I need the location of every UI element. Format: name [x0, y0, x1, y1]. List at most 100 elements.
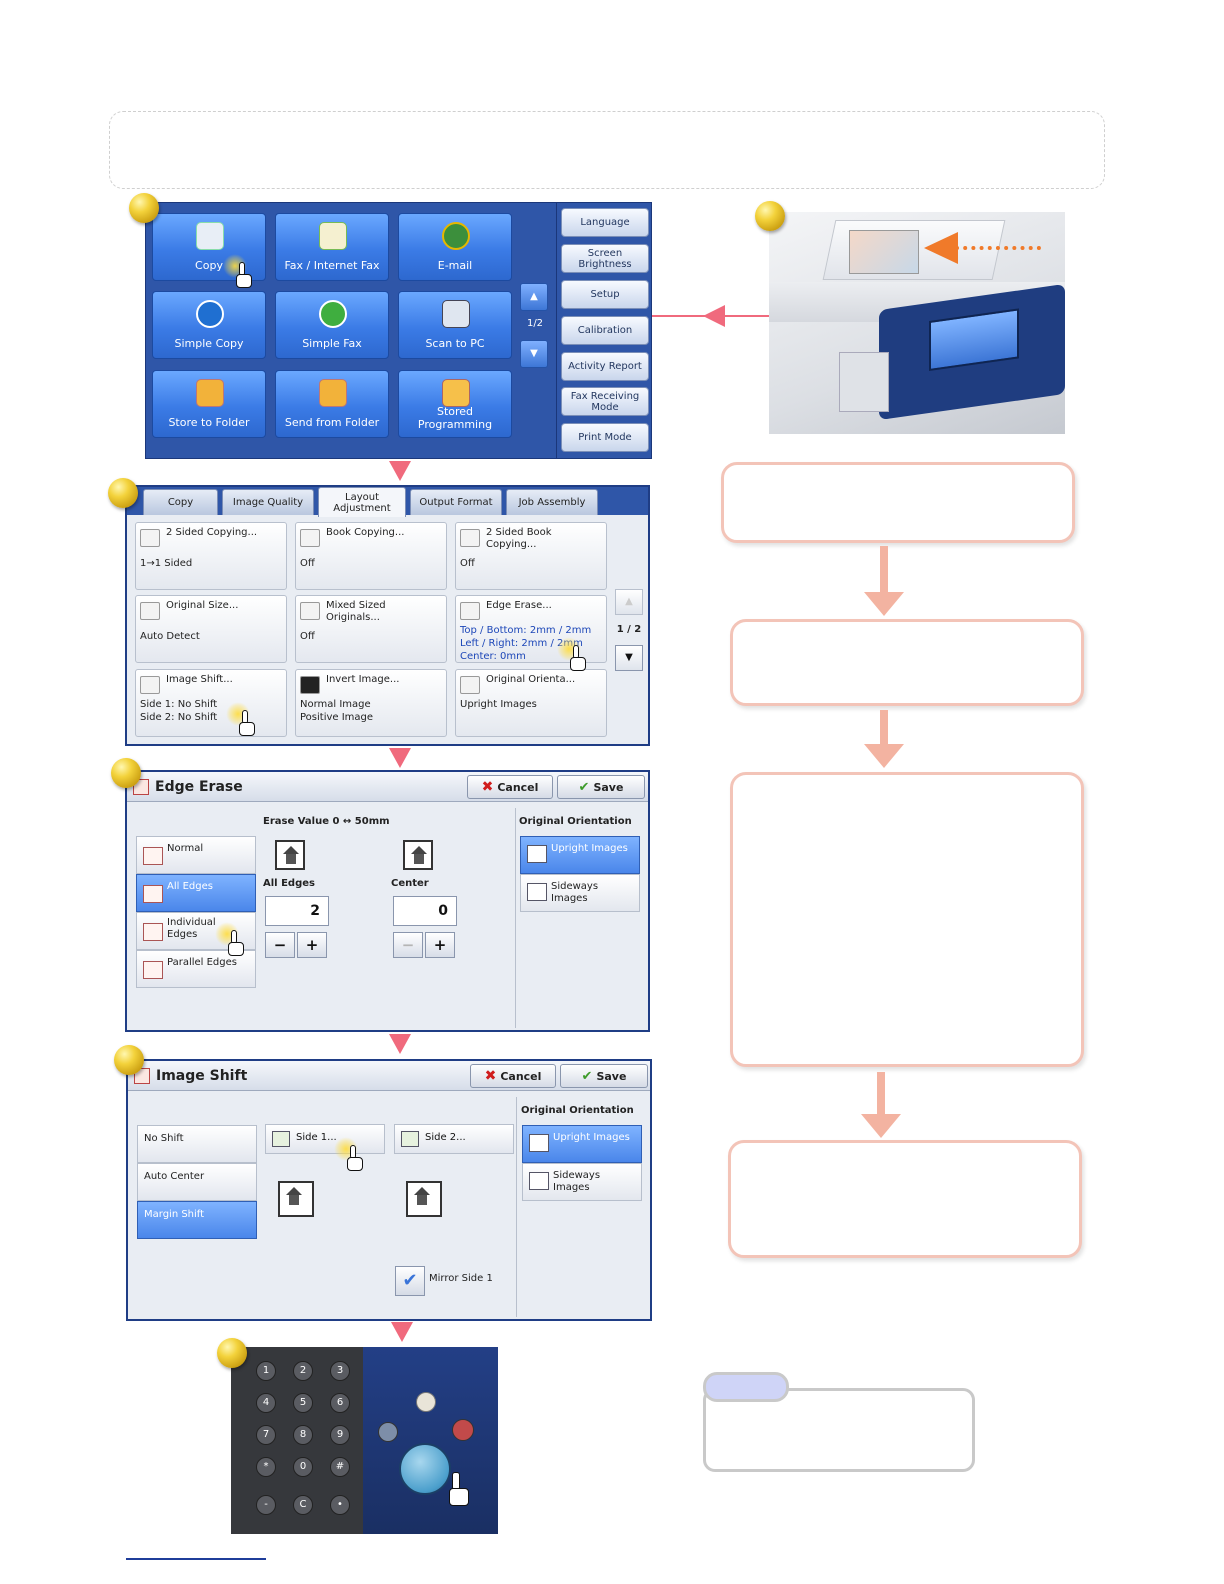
stored-programming-tile[interactable]: Stored Programming — [398, 370, 512, 438]
mirror-side1-checkbox[interactable]: ✔ — [395, 1266, 425, 1296]
cancel-button[interactable]: ✖Cancel — [470, 1064, 556, 1088]
original-size-cell[interactable]: Original Size... Auto Detect — [135, 595, 287, 663]
copy-tile[interactable]: Copy — [152, 213, 266, 281]
side2-button[interactable]: Side 2... — [394, 1124, 514, 1154]
start-button[interactable] — [399, 1443, 451, 1495]
center-minus-button[interactable]: − — [393, 932, 423, 958]
key-1[interactable]: 1 — [256, 1361, 276, 1381]
two-sided-copying-cell[interactable]: 2 Sided Copying... 1→1 Sided — [135, 522, 287, 590]
fax-internet-fax-tile[interactable]: Fax / Internet Fax — [275, 213, 389, 281]
tile-label: Scan to PC — [425, 337, 485, 350]
simple-copy-tile[interactable]: Simple Copy — [152, 291, 266, 359]
save-label: Save — [593, 780, 624, 794]
store-to-folder-tile[interactable]: Store to Folder — [152, 370, 266, 438]
center-label: Center — [391, 878, 429, 889]
option-no-shift[interactable]: No Shift — [137, 1125, 257, 1163]
upright-images-icon — [529, 1134, 549, 1152]
key-hash[interactable]: # — [330, 1457, 350, 1477]
clear-all-button[interactable] — [416, 1392, 436, 1412]
key-0[interactable]: 0 — [293, 1457, 313, 1477]
upright-images-option[interactable]: Upright Images — [520, 836, 640, 874]
center-input[interactable]: 0 — [393, 896, 457, 926]
option-all-edges[interactable]: All Edges — [136, 874, 256, 912]
option-auto-center[interactable]: Auto Center — [137, 1163, 257, 1201]
scan-to-pc-tile[interactable]: Scan to PC — [398, 291, 512, 359]
key-4[interactable]: 4 — [256, 1393, 276, 1413]
side1-button[interactable]: Side 1... — [265, 1124, 385, 1154]
tile-label: Fax / Internet Fax — [284, 259, 380, 272]
tab-layout-adjustment[interactable]: Layout Adjustment — [318, 487, 406, 517]
key-dial-pause[interactable]: - — [256, 1495, 276, 1515]
option-parallel-edges[interactable]: Parallel Edges — [136, 950, 256, 988]
scroll-down-button[interactable]: ▼ — [615, 645, 643, 671]
tab-image-quality[interactable]: Image Quality — [222, 489, 314, 515]
key-c[interactable]: C — [293, 1495, 313, 1515]
send-from-folder-tile[interactable]: Send from Folder — [275, 370, 389, 438]
edge-erase-cell[interactable]: Edge Erase... Top / Bottom: 2mm / 2mm Le… — [455, 595, 607, 663]
step-badge-5 — [217, 1338, 247, 1368]
all-edges-label: All Edges — [263, 878, 315, 889]
tab-output-format[interactable]: Output Format — [410, 489, 502, 515]
setup-button[interactable]: Setup — [561, 280, 649, 309]
connector-arrow-down-icon — [389, 748, 411, 768]
key-7[interactable]: 7 — [256, 1425, 276, 1445]
cancel-button[interactable]: ✖Cancel — [467, 775, 553, 799]
activity-report-button[interactable]: Activity Report — [561, 352, 649, 381]
original-orientation-icon — [460, 676, 480, 694]
key-9[interactable]: 9 — [330, 1425, 350, 1445]
all-edges-plus-button[interactable]: + — [297, 932, 327, 958]
print-mode-button[interactable]: Print Mode — [561, 423, 649, 452]
cell-title: Invert Image... — [326, 674, 400, 685]
scroll-down-button[interactable]: ▼ — [520, 340, 548, 368]
image-shift-cell[interactable]: Image Shift... Side 1: No Shift Side 2: … — [135, 669, 287, 737]
all-edges-input[interactable]: 2 — [265, 896, 329, 926]
sideways-images-option[interactable]: Sideways Images — [522, 1163, 642, 1201]
key-3[interactable]: 3 — [330, 1361, 350, 1381]
mirror-side1-label: Mirror Side 1 — [429, 1273, 493, 1284]
original-orientation-cell[interactable]: Original Orienta... Upright Images — [455, 669, 607, 737]
calibration-button[interactable]: Calibration — [561, 316, 649, 345]
key-2[interactable]: 2 — [293, 1361, 313, 1381]
email-tile[interactable]: E-mail — [398, 213, 512, 281]
key-star[interactable]: * — [256, 1457, 276, 1477]
key-6[interactable]: 6 — [330, 1393, 350, 1413]
two-sided-book-copying-cell[interactable]: 2 Sided Book Copying... Off — [455, 522, 607, 590]
send-from-folder-icon — [319, 379, 347, 407]
option-margin-shift[interactable]: Margin Shift — [137, 1201, 257, 1239]
key-8[interactable]: 8 — [293, 1425, 313, 1445]
save-label: Save — [596, 1069, 627, 1083]
upright-images-option[interactable]: Upright Images — [522, 1125, 642, 1163]
page-indicator: 1 / 2 — [616, 624, 642, 635]
all-edges-minus-button[interactable]: − — [265, 932, 295, 958]
language-button[interactable]: Language — [561, 208, 649, 237]
invert-image-cell[interactable]: Invert Image... Normal Image Positive Im… — [295, 669, 447, 737]
cell-title: Book Copying... — [326, 527, 405, 538]
scroll-up-button[interactable]: ▲ — [615, 589, 643, 615]
cell-title: 2 Sided Copying... — [166, 527, 258, 538]
connector-arrow-down-icon — [389, 461, 411, 481]
simple-copy-icon — [196, 300, 224, 328]
stop-button[interactable] — [452, 1419, 474, 1441]
option-normal[interactable]: Normal — [136, 836, 256, 874]
sideways-images-option[interactable]: Sideways Images — [520, 874, 640, 912]
center-plus-button[interactable]: + — [425, 932, 455, 958]
screen-brightness-button[interactable]: Screen Brightness — [561, 244, 649, 273]
note-box — [703, 1388, 975, 1472]
tab-copy[interactable]: Copy — [143, 489, 218, 515]
option-label: Parallel Edges — [167, 957, 237, 968]
save-button[interactable]: ✔Save — [560, 1064, 648, 1088]
fax-icon — [319, 222, 347, 250]
two-sided-book-copying-icon — [460, 529, 480, 547]
tab-job-assembly[interactable]: Job Assembly — [506, 489, 598, 515]
scroll-up-button[interactable]: ▲ — [520, 283, 548, 311]
side1-icon — [272, 1131, 290, 1147]
mixed-sized-originals-cell[interactable]: Mixed Sized Originals... Off — [295, 595, 447, 663]
key-speed-dial[interactable]: • — [330, 1495, 350, 1515]
interrupt-button[interactable] — [378, 1422, 398, 1442]
book-copying-cell[interactable]: Book Copying... Off — [295, 522, 447, 590]
save-button[interactable]: ✔Save — [557, 775, 645, 799]
key-5[interactable]: 5 — [293, 1393, 313, 1413]
divider — [515, 808, 516, 1028]
fax-receiving-mode-button[interactable]: Fax Receiving Mode — [561, 387, 649, 416]
simple-fax-tile[interactable]: Simple Fax — [275, 291, 389, 359]
